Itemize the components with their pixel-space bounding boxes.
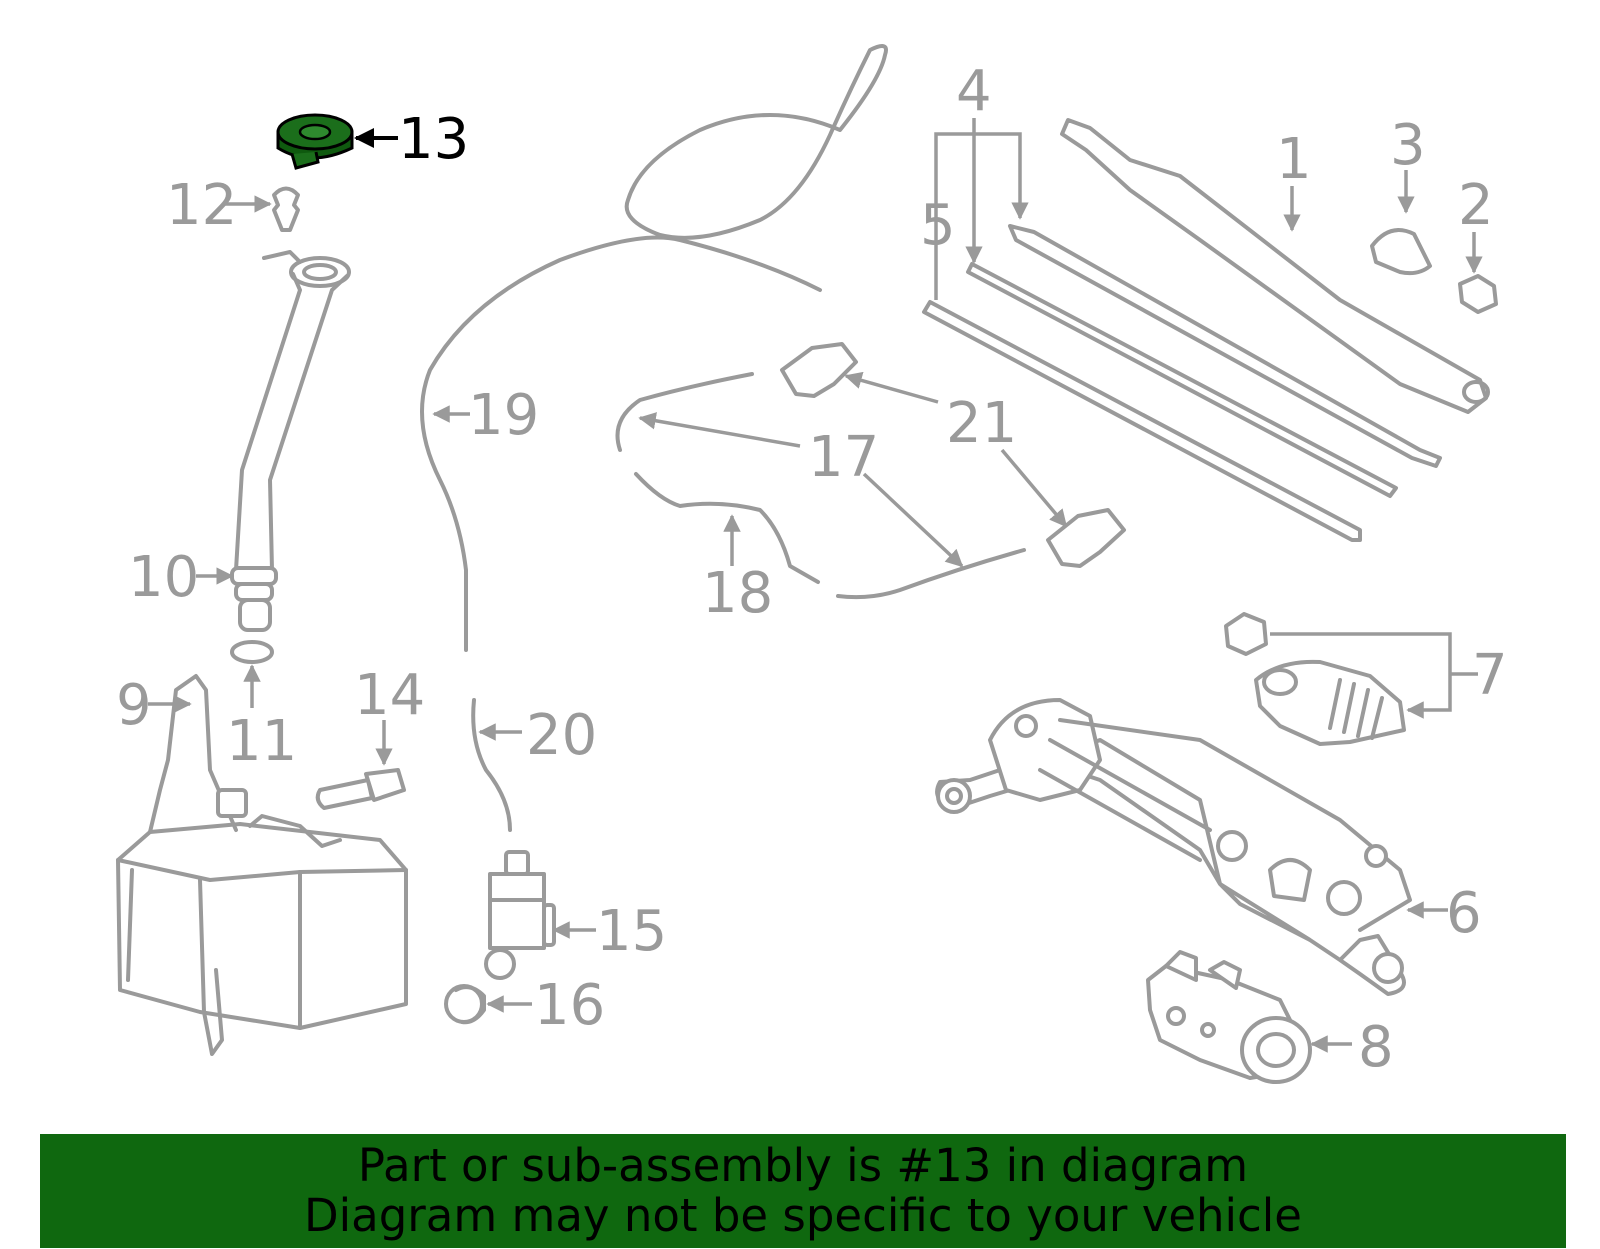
part-19-hose [420,235,822,652]
callout-15: 15 [596,899,667,964]
part-4-blade-strip [966,262,1398,498]
callout-1: 1 [1276,127,1312,192]
part-9-reservoir [116,674,408,1056]
callout-2: 2 [1458,173,1494,238]
part-14-level-sensor [315,768,406,810]
callout-21: 21 [946,391,1017,456]
part-18-hose [634,472,820,584]
callout-7: 7 [1472,643,1508,708]
callout-16: 16 [534,973,605,1038]
part-4-blade [1008,224,1442,468]
callout-10: 10 [128,545,199,610]
leader-4 [934,118,1029,300]
callout-6: 6 [1446,881,1482,946]
part-1-wiper-arm [1060,118,1490,414]
part-15-pump [484,850,556,980]
callout-4: 4 [956,59,992,124]
part-17-hose-a [615,372,754,452]
part-8-motor [1146,950,1312,1084]
part-21-nozzle-b [1046,508,1126,568]
callout-8: 8 [1358,1015,1394,1080]
banner-line-2: Diagram may not be specific to your vehi… [304,1189,1302,1242]
banner-line-1: Part or sub-assembly is #13 in diagram [357,1139,1249,1192]
callout-19: 19 [468,383,539,448]
part-17-hose-b [836,548,1026,600]
part-5-blade [922,300,1362,542]
part-21-nozzle-a [780,342,858,398]
part-19-hose-loop [624,44,888,240]
callout-11: 11 [226,709,297,774]
part-2-nut [1458,274,1498,314]
part-13-cap[interactable] [276,113,354,170]
part-7-nut [1224,612,1268,656]
callout-5: 5 [920,193,956,258]
callout-3: 3 [1390,113,1426,178]
callout-17: 17 [808,425,879,490]
part-3-cap [1370,228,1432,276]
callout-12: 12 [166,173,237,238]
part-12-clip [272,186,300,232]
callout-20: 20 [526,703,597,768]
callout-14: 14 [354,663,425,728]
callout-18: 18 [702,561,773,626]
part-10-filler-neck [230,250,351,632]
part-16-grommet [444,984,486,1025]
parts-diagram: 13 12 10 11 9 14 1 [116,44,1508,1084]
part-6-linkage [935,698,1412,996]
callout-9: 9 [116,673,152,738]
info-banner: Part or sub-assembly is #13 in diagram D… [40,1134,1566,1248]
callout-13: 13 [398,107,469,172]
part-11-o-ring [230,640,274,664]
part-20-hose [471,698,512,832]
part-7-pivot-cover [1254,659,1406,746]
